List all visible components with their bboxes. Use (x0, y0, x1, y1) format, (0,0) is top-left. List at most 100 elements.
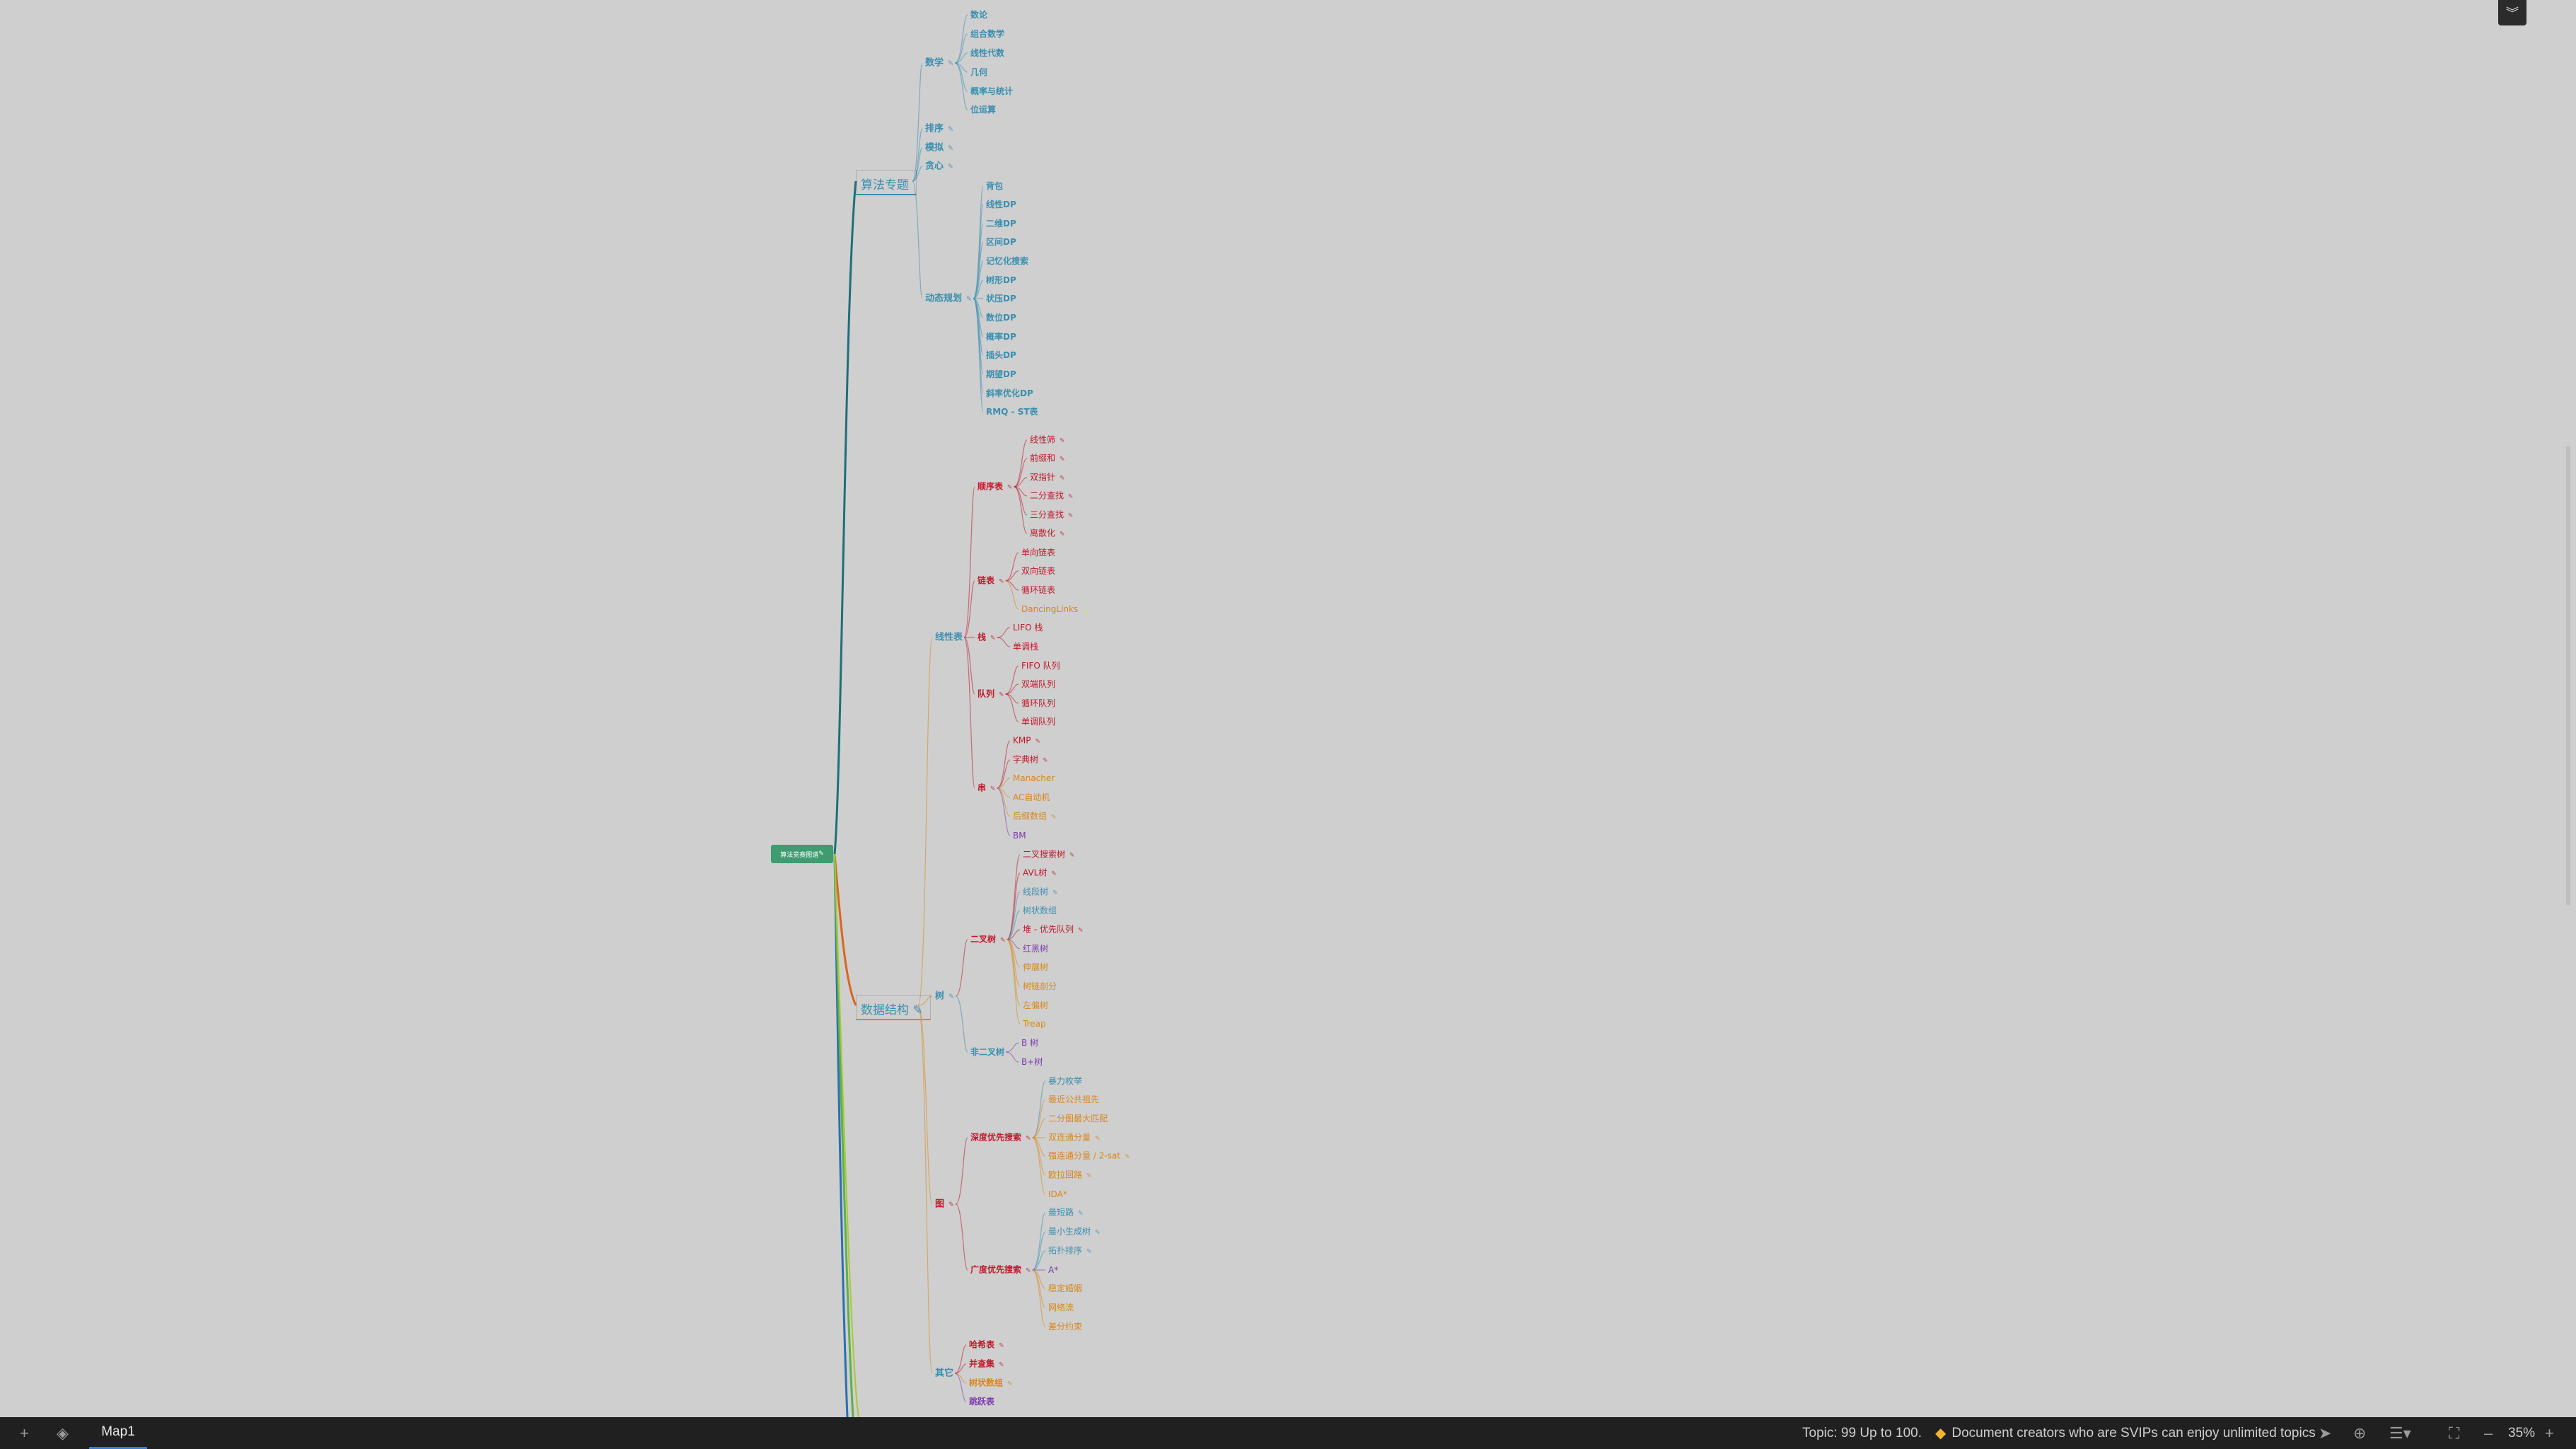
root-topic[interactable]: 算法竞赛图谱 ✎ (771, 845, 833, 863)
topic-node-25[interactable]: 顺序表✎ (977, 483, 1013, 492)
topic-node-72[interactable]: 双连通分量✎ (1048, 1133, 1101, 1143)
locate-icon[interactable]: ⊕ (2353, 1424, 2367, 1442)
topic-node-57[interactable]: 树状数组 (1023, 906, 1057, 915)
topic-node-74[interactable]: 欧拉回路✎ (1048, 1171, 1092, 1180)
topic-node-4[interactable]: 几何 (970, 68, 987, 76)
vertical-scrollbar[interactable] (2566, 446, 2570, 906)
topic-node-83[interactable]: 差分约束 (1048, 1322, 1082, 1331)
topic-node-56[interactable]: 线段树✎ (1023, 888, 1058, 897)
topic-node-54[interactable]: 二叉搜索树✎ (1023, 850, 1075, 860)
topic-node-84[interactable]: 其它 (935, 1369, 953, 1378)
topic-node-11[interactable]: 背包 (986, 182, 1003, 190)
topic-node-39[interactable]: 单调栈 (1013, 642, 1038, 651)
topic-node-30[interactable]: 三分查找✎ (1030, 511, 1074, 520)
topic-node-67[interactable]: 图✎ (935, 1200, 954, 1209)
topic-node-53[interactable]: 二叉树✎ (970, 935, 1006, 945)
topic-node-26[interactable]: 线性筛✎ (1030, 436, 1065, 445)
topic-node-62[interactable]: 左偏树 (1023, 1001, 1048, 1010)
topic-node-88[interactable]: 跳跃表 (969, 1397, 994, 1406)
topic-node-dp[interactable]: 状压DP (986, 294, 1016, 303)
zoom-out-button[interactable]: – (2484, 1417, 2493, 1449)
topic-node-32[interactable]: 链表✎ (977, 577, 1004, 586)
topic-node-bm[interactable]: BM (1013, 831, 1026, 840)
topic-node-58[interactable]: 堆 - 优先队列✎ (1023, 925, 1084, 935)
topic-node-28[interactable]: 双指针✎ (1030, 473, 1065, 483)
topic-node-50[interactable]: 后缀数组✎ (1013, 812, 1057, 821)
topic-node-85[interactable]: 哈希表✎ (969, 1341, 1004, 1350)
topic-node-b[interactable]: B+树 (1021, 1058, 1043, 1066)
topic-node-40[interactable]: 队列✎ (977, 690, 1004, 699)
topic-node-44[interactable]: 单调队列 (1021, 717, 1055, 726)
topic-node-42[interactable]: 双端队列 (1021, 680, 1055, 688)
topic-node-34[interactable]: 双向链表 (1021, 567, 1055, 575)
topic-node-35[interactable]: 循环链表 (1021, 586, 1055, 594)
outline-icon[interactable]: ☰▾ (2389, 1424, 2411, 1442)
topic-node-dp[interactable]: 树形DP (986, 276, 1016, 284)
topic-node-dp[interactable]: 期望DP (986, 370, 1016, 379)
topic-node-37[interactable]: 栈✎ (977, 633, 996, 642)
tab-map1[interactable]: Map1 (89, 1417, 147, 1449)
topic-node-70[interactable]: 最近公共祖先 (1048, 1095, 1099, 1104)
topic-node-treap[interactable]: Treap (1023, 1020, 1046, 1028)
topic-node-24[interactable]: 线性表 (935, 633, 963, 642)
topic-node-79[interactable]: 拓扑排序✎ (1048, 1247, 1092, 1256)
topic-node-manacher[interactable]: Manacher (1013, 774, 1055, 783)
topic-node-b[interactable]: B 树 (1021, 1039, 1038, 1047)
topic-node-avl[interactable]: AVL树✎ (1023, 869, 1057, 878)
topic-node-a[interactable]: A* (1048, 1266, 1058, 1274)
topic-node-3[interactable]: 线性代数 (970, 49, 1004, 57)
topic-node-33[interactable]: 单向链表 (1021, 548, 1055, 557)
topic-node-6[interactable]: 位运算 (970, 105, 996, 114)
topic-node-47[interactable]: 字典树✎ (1013, 756, 1048, 765)
topic-node-61[interactable]: 树链剖分 (1023, 982, 1057, 991)
navigate-icon[interactable]: ➤ (2319, 1424, 2332, 1442)
topic-node-45[interactable]: 串✎ (977, 784, 996, 793)
topic-node-fifo[interactable]: FIFO 队列 (1021, 662, 1060, 670)
topic-node-76[interactable]: 广度优先搜索✎ (970, 1266, 1031, 1275)
fullscreen-icon[interactable]: ⛶ (2449, 1424, 2460, 1442)
topic-node-81[interactable]: 稳定婚姻 (1048, 1284, 1082, 1293)
topic-node-64[interactable]: 非二叉树 (970, 1048, 1004, 1056)
layers-icon[interactable]: ◈ (57, 1424, 69, 1442)
topic-node-86[interactable]: 并查集✎ (969, 1360, 1004, 1369)
topic-node-10[interactable]: 动态规划✎ (925, 294, 972, 304)
topic-node-52[interactable]: 树✎ (935, 992, 954, 1001)
topic-node-dp[interactable]: 二维DP (986, 219, 1016, 228)
collapse-chevrons-icon[interactable]: ︾ (2498, 0, 2526, 25)
topic-node-5[interactable]: 概率与统计 (970, 87, 1013, 96)
zoom-in-button[interactable]: + (2545, 1417, 2554, 1449)
topic-node-dp[interactable]: 数位DP (986, 313, 1016, 322)
topic-node-69[interactable]: 暴力枚举 (1048, 1077, 1082, 1085)
topic-node-87[interactable]: 树状数组✎ (969, 1379, 1013, 1388)
topic-node-77[interactable]: 最短路✎ (1048, 1208, 1084, 1218)
topic-node-2-sat[interactable]: 强连通分量 / 2-sat✎ (1048, 1152, 1130, 1161)
topic-node-60[interactable]: 伸展树 (1023, 963, 1048, 971)
topic-node-ida[interactable]: IDA* (1048, 1190, 1067, 1199)
svip-message[interactable]: ◆ Document creators who are SVIPs can en… (1935, 1417, 2316, 1449)
topic-node-27[interactable]: 前缀和✎ (1030, 454, 1065, 463)
topic-node-0[interactable]: 数学✎ (925, 59, 953, 68)
topic-node-2[interactable]: 组合数学 (970, 30, 1004, 38)
topic-node-29[interactable]: 二分查找✎ (1030, 492, 1074, 501)
topic-node-7[interactable]: 排序✎ (925, 125, 953, 134)
topic-node-dp[interactable]: 区间DP (986, 238, 1016, 246)
topic-node-dp[interactable]: 概率DP (986, 333, 1016, 341)
branch-data-structures[interactable]: 数据结构 ✎ (856, 995, 931, 1020)
topic-node-dancinglinks[interactable]: DancingLinks (1021, 605, 1078, 613)
topic-node-rmq-st[interactable]: RMQ - ST表 (986, 408, 1038, 416)
topic-node-15[interactable]: 记忆化搜索 (986, 257, 1028, 265)
topic-node-68[interactable]: 深度优先搜索✎ (970, 1133, 1031, 1143)
topic-node-kmp[interactable]: KMP✎ (1013, 737, 1040, 746)
topic-node-ac[interactable]: AC自动机 (1013, 793, 1050, 802)
topic-node-43[interactable]: 循环队列 (1021, 699, 1055, 708)
mindmap-canvas[interactable]: 算法竞赛图谱 ✎ 算法专题 数据结构 ✎ 数学✎ 数论组合数学线性代数几何概率与统… (0, 0, 2576, 1417)
topic-node-9[interactable]: 贪心✎ (925, 162, 953, 171)
plus-icon[interactable]: + (20, 1424, 29, 1442)
topic-node-78[interactable]: 最小生成树✎ (1048, 1228, 1101, 1237)
branch-algorithms[interactable]: 算法专题 (856, 170, 917, 195)
topic-node-1[interactable]: 数论 (970, 11, 987, 19)
topic-node-dp[interactable]: 插头DP (986, 351, 1016, 359)
topic-node-59[interactable]: 红黑树 (1023, 945, 1048, 953)
topic-node-82[interactable]: 网络流 (1048, 1303, 1074, 1312)
topic-node-dp[interactable]: 线性DP (986, 200, 1016, 209)
